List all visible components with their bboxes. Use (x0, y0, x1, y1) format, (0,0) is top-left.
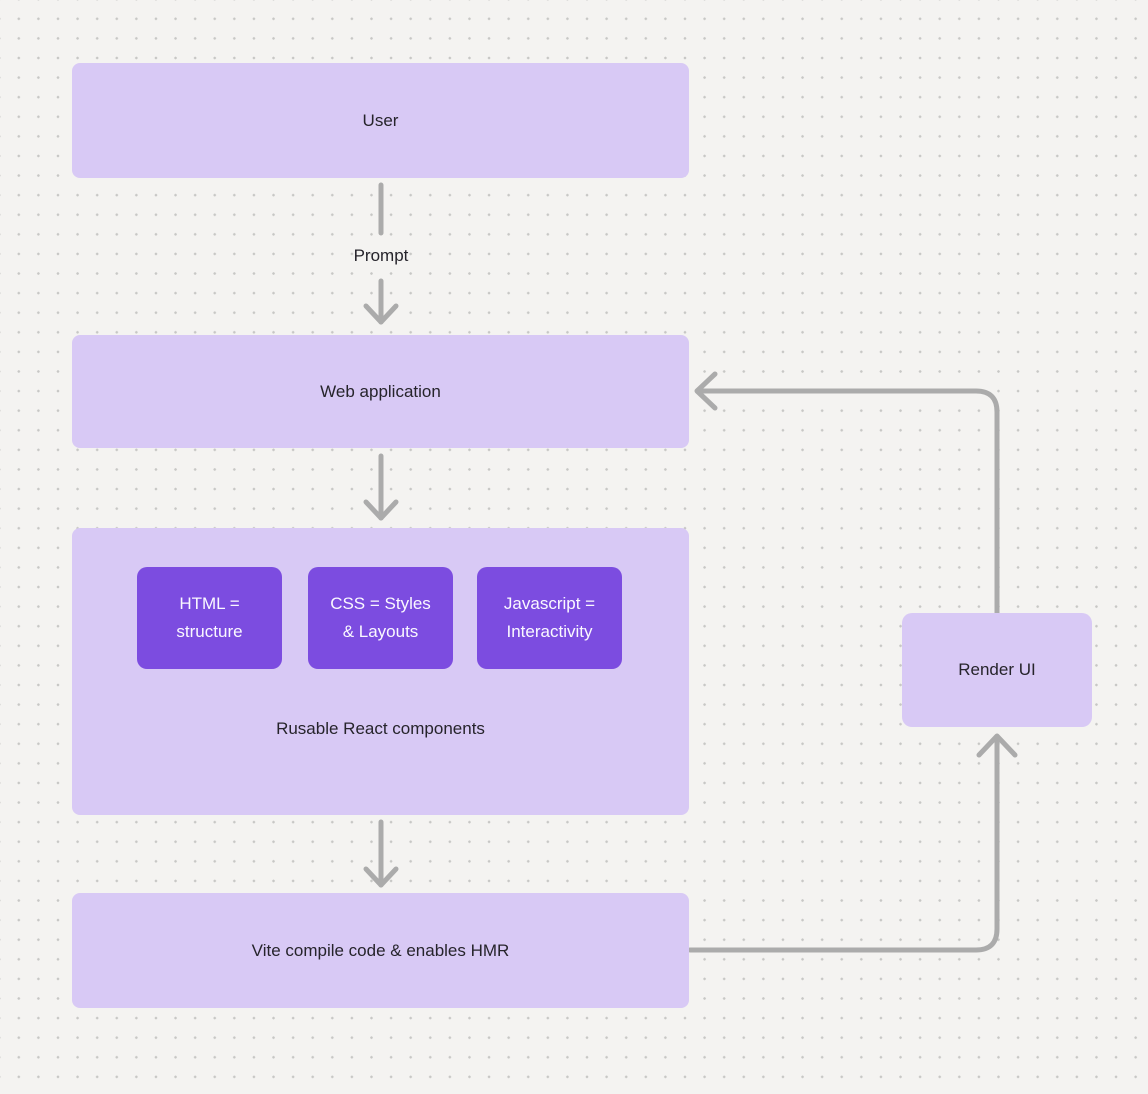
node-user[interactable]: User (72, 63, 689, 178)
node-web-application-label: Web application (320, 381, 441, 401)
node-css-label-line1: CSS = Styles (330, 594, 431, 613)
node-user-label: User (362, 110, 399, 130)
edge-vite-to-renderui-line (687, 735, 1000, 953)
node-html-label-line2: structure (176, 622, 243, 641)
node-components-group[interactable]: HTML = structure CSS = Styles & Layouts … (72, 528, 689, 815)
node-vite[interactable]: Vite compile code & enables HMR (72, 893, 689, 1008)
node-css[interactable]: CSS = Styles & Layouts (308, 567, 453, 669)
node-css-label-line2: & Layouts (342, 622, 419, 641)
edge-user-to-webapp[interactable] (363, 182, 399, 325)
arrowhead-left-icon (694, 371, 718, 411)
arrowhead-down-icon (363, 303, 399, 325)
node-components-label: Rusable React components (276, 719, 485, 738)
arrowhead-down-icon (363, 499, 399, 521)
edge-renderui-to-webapp[interactable] (694, 371, 1000, 616)
node-javascript[interactable]: Javascript = Interactivity (477, 567, 622, 669)
edge-components-to-vite[interactable] (363, 819, 399, 888)
edge-webapp-to-components[interactable] (363, 453, 399, 521)
node-render-ui[interactable]: Render UI (902, 613, 1092, 727)
node-web-application[interactable]: Web application (72, 335, 689, 448)
edge-vite-to-renderui[interactable] (687, 733, 1018, 953)
node-html-label-line1: HTML = (179, 594, 240, 613)
edge-label-prompt: Prompt (353, 246, 409, 265)
arrowhead-down-icon (363, 866, 399, 888)
arrowhead-up-icon (976, 733, 1018, 758)
node-javascript-label-line1: Javascript = (503, 594, 596, 613)
edge-renderui-to-webapp-line (696, 388, 1000, 616)
node-vite-label: Vite compile code & enables HMR (251, 940, 510, 960)
node-render-ui-label: Render UI (958, 660, 1036, 679)
node-javascript-label-line2: Interactivity (506, 622, 593, 641)
node-html[interactable]: HTML = structure (137, 567, 282, 669)
